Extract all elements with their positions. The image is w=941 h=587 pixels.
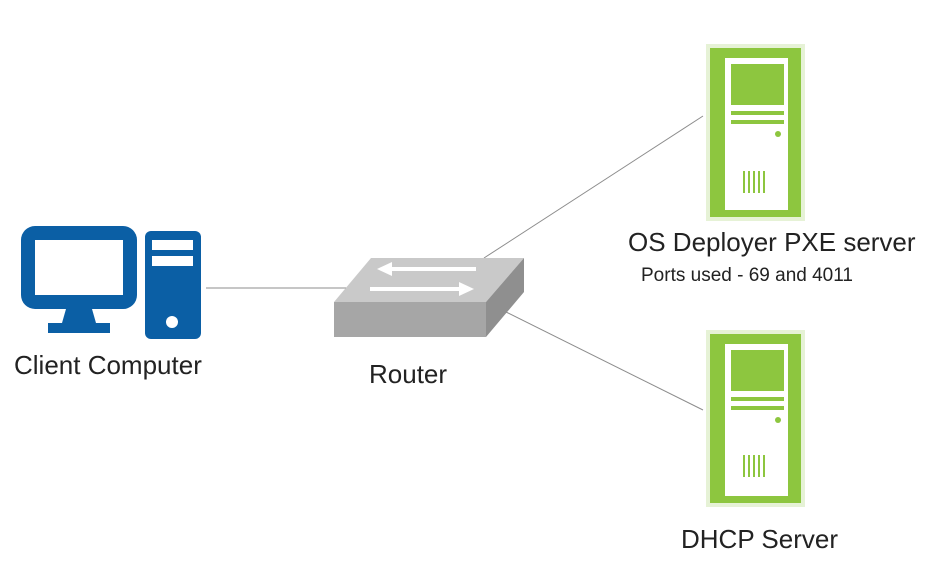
- server-tower-icon: [706, 44, 805, 221]
- connections: [206, 115, 704, 411]
- router-label: Router: [369, 359, 448, 389]
- router-arrows-icon: [370, 262, 476, 296]
- desktop-computer-icon: [21, 226, 201, 339]
- router-switch-icon: [334, 258, 524, 337]
- connection-router-dhcp: [505, 311, 704, 411]
- dhcp-server-label: DHCP Server: [681, 524, 839, 554]
- client-computer-label: Client Computer: [14, 350, 202, 380]
- pxe-ports-label: Ports used - 69 and 4011: [641, 265, 853, 286]
- pxe-server-label: OS Deployer PXE server: [628, 227, 916, 257]
- server-tower-icon: [706, 330, 805, 507]
- connection-router-pxe: [483, 115, 704, 259]
